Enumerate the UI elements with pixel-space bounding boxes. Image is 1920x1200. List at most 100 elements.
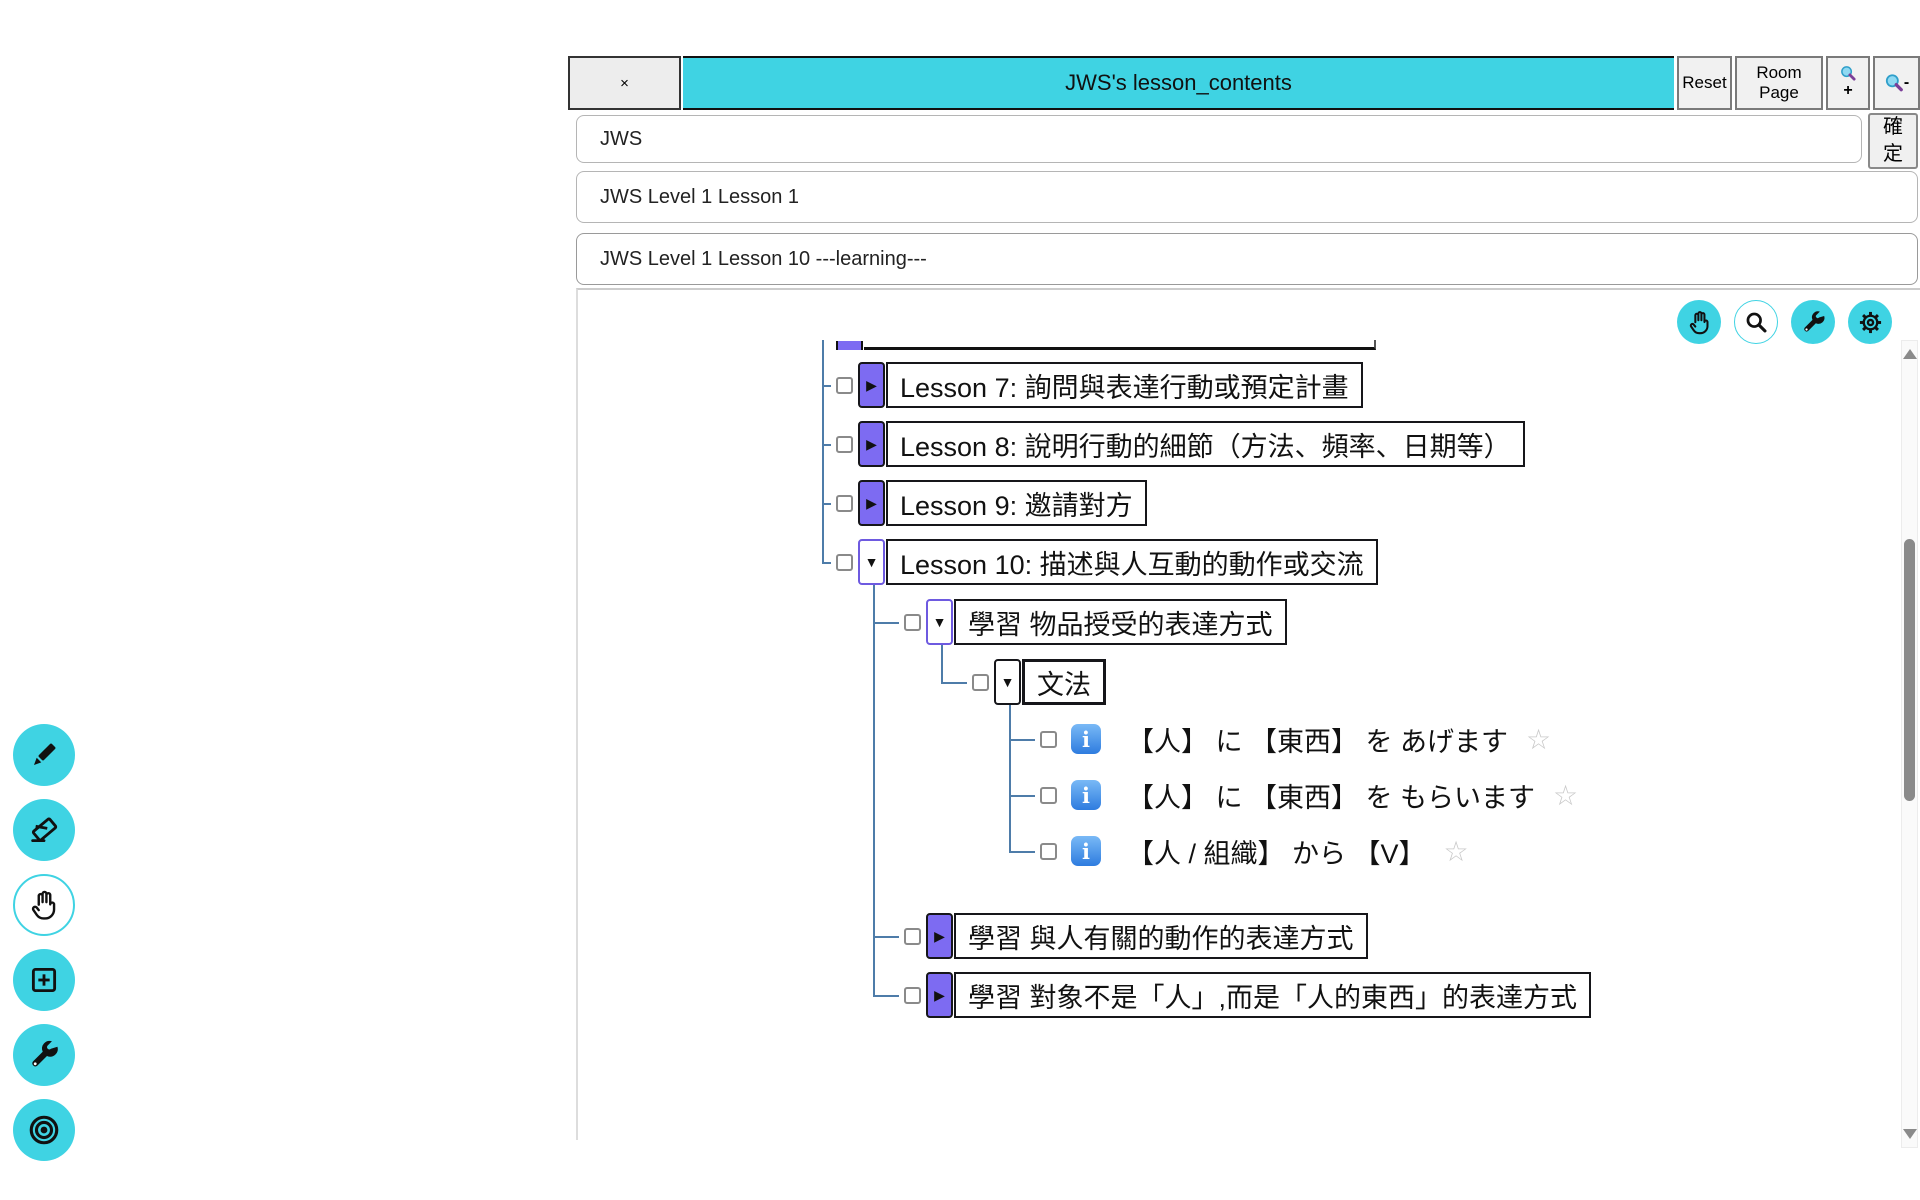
- node-checkbox[interactable]: [1040, 786, 1057, 804]
- tree-node-row: ▼文法: [972, 659, 1920, 705]
- zoom-in-button[interactable]: +: [1826, 56, 1870, 110]
- hand-icon: [1689, 310, 1708, 334]
- node-checkbox[interactable]: [836, 435, 853, 453]
- tree-node-row: ▶Lesson 8: 說明行動的細節（方法、頻率、日期等）: [836, 421, 1920, 467]
- info-icon[interactable]: i: [1071, 724, 1101, 754]
- favorite-star-icon[interactable]: ☆: [1443, 834, 1469, 868]
- node-checkbox[interactable]: [1040, 842, 1057, 860]
- tree-node: i 【人】 に 【東西】 を あげます ☆: [1009, 705, 1920, 775]
- wrench-tool-button[interactable]: [1791, 300, 1835, 344]
- tools-button[interactable]: [13, 1024, 75, 1086]
- scrollbar-thumb[interactable]: [1904, 539, 1915, 801]
- title-fill: JWS's lesson_contents: [683, 56, 1674, 110]
- breadcrumb-lesson-10[interactable]: JWS Level 1 Lesson 10 ---learning---: [576, 233, 1918, 285]
- node-checkbox[interactable]: [836, 553, 853, 571]
- tree-node: i 【人】 に 【東西】 を もらいます ☆: [1009, 761, 1920, 831]
- zoom-out-icon: [1885, 74, 1903, 92]
- scroll-down-arrow-icon[interactable]: [1903, 1129, 1917, 1139]
- expand-arrow-icon[interactable]: ▶: [926, 972, 953, 1018]
- collapse-arrow-icon[interactable]: ▼: [926, 599, 953, 645]
- expand-arrow-icon[interactable]: ▶: [858, 421, 885, 467]
- tree-children-group: ▼文法 i 【人】 に 【東西】 を あげます ☆ i 【人】 に 【東西】 を もらいま…: [904, 645, 1920, 900]
- node-label: 【人】 に 【東西】 を あげます: [1127, 726, 1509, 757]
- zoom-in-icon: [1841, 66, 1856, 81]
- tree-node: ▶Lesson 8: 說明行動的細節（方法、頻率、日期等）: [822, 421, 1920, 480]
- confirm-button[interactable]: 確定: [1868, 113, 1918, 169]
- info-icon[interactable]: i: [1071, 780, 1101, 810]
- node-checkbox[interactable]: [836, 376, 853, 394]
- hand-icon: [31, 890, 56, 920]
- wrench-icon: [1803, 310, 1824, 332]
- zoom-in-sign: +: [1843, 82, 1853, 100]
- node-label[interactable]: Lesson 7: 詢問與表達行動或預定計畫: [886, 362, 1363, 408]
- favorite-star-icon[interactable]: ☆: [1526, 722, 1552, 756]
- tree-node: i 【人 / 組織】 から 【V】 ☆: [1009, 817, 1920, 887]
- pan-hand-button[interactable]: [13, 874, 75, 936]
- collapse-arrow-icon[interactable]: ▼: [858, 539, 885, 585]
- clipped-node: [836, 340, 1920, 350]
- favorite-star-icon[interactable]: ☆: [1553, 778, 1579, 812]
- node-label[interactable]: 學習 與人有關的動作的表達方式: [954, 913, 1368, 959]
- tree-node-row: ▶學習 與人有關的動作的表達方式: [904, 913, 1920, 959]
- tree-children-group: i【人】 に 【東西】 を あげます☆i【人】 に 【東西】 を もらいます☆i…: [972, 705, 1920, 887]
- wrench-icon: [32, 1040, 58, 1067]
- node-label[interactable]: 學習 物品授受的表達方式: [954, 599, 1287, 645]
- tree-node: ▶學習 與人有關的動作的表達方式: [873, 899, 1920, 972]
- expand-arrow-icon[interactable]: ▶: [858, 480, 885, 526]
- hand-tool-button[interactable]: [1677, 300, 1721, 344]
- tree-node: ▶Lesson 9: 邀請對方: [822, 480, 1920, 539]
- node-label: 【人 / 組織】 から 【V】: [1127, 838, 1426, 869]
- node-label[interactable]: Lesson 9: 邀請對方: [886, 480, 1147, 526]
- tree-node: ▼Lesson 10: 描述與人互動的動作或交流▼學習 物品授受的表達方式▼文法…: [822, 539, 1920, 1044]
- clipped-node-label: [864, 340, 1376, 350]
- node-label: 【人】 に 【東西】 を もらいます: [1127, 782, 1536, 813]
- add-square-icon: [31, 967, 57, 993]
- tree-node-row: i 【人】 に 【東西】 を あげます ☆: [1040, 719, 1920, 759]
- add-button[interactable]: [13, 949, 75, 1011]
- expand-arrow-icon[interactable]: ▶: [858, 362, 885, 408]
- close-button[interactable]: ×: [568, 56, 681, 110]
- search-tool-button[interactable]: [1734, 300, 1778, 344]
- collapse-arrow-icon[interactable]: ▼: [994, 659, 1021, 705]
- side-toolbar: [13, 724, 75, 1174]
- node-checkbox[interactable]: [972, 673, 989, 691]
- info-icon[interactable]: i: [1071, 836, 1101, 866]
- zoom-out-sign: -: [1903, 73, 1910, 91]
- target-icon: [29, 1115, 59, 1145]
- search-icon: [1746, 312, 1767, 333]
- zoom-out-button[interactable]: -: [1873, 56, 1920, 110]
- node-checkbox[interactable]: [904, 613, 921, 631]
- pencil-button[interactable]: [13, 724, 75, 786]
- node-checkbox[interactable]: [904, 927, 921, 945]
- room-page-button[interactable]: Room Page: [1735, 56, 1823, 110]
- titlebar: × JWS's lesson_contents Reset Room Page …: [568, 56, 1920, 110]
- node-label[interactable]: Lesson 10: 描述與人互動的動作或交流: [886, 539, 1378, 585]
- node-checkbox[interactable]: [836, 494, 853, 512]
- eraser-button[interactable]: [13, 799, 75, 861]
- node-checkbox[interactable]: [1040, 730, 1057, 748]
- tree-node-row: ▶Lesson 7: 詢問與表達行動或預定計畫: [836, 362, 1920, 408]
- expand-arrow-icon[interactable]: ▶: [926, 913, 953, 959]
- node-checkbox[interactable]: [904, 986, 921, 1004]
- tree-node-row: ▼Lesson 10: 描述與人互動的動作或交流: [836, 539, 1920, 585]
- eraser-icon: [31, 817, 58, 843]
- gear-icon: [1859, 311, 1881, 333]
- tree-node-row: ▶Lesson 9: 邀請對方: [836, 480, 1920, 526]
- node-label[interactable]: 學習 對象不是「人」,而是「人的東西」的表達方式: [954, 972, 1592, 1018]
- node-label[interactable]: Lesson 8: 說明行動的細節（方法、頻率、日期等）: [886, 421, 1525, 467]
- scroll-up-arrow-icon[interactable]: [1903, 349, 1917, 359]
- breadcrumb-lesson-1[interactable]: JWS Level 1 Lesson 1: [576, 171, 1918, 223]
- tree-node-row: ▼學習 物品授受的表達方式: [904, 599, 1920, 645]
- settings-tool-button[interactable]: [1848, 300, 1892, 344]
- panel-toolbar: [1677, 300, 1892, 344]
- clipped-expander-button[interactable]: [836, 341, 863, 350]
- tree-node-row: i 【人】 に 【東西】 を もらいます ☆: [1040, 775, 1920, 815]
- reset-button[interactable]: Reset: [1677, 56, 1732, 110]
- vertical-scrollbar[interactable]: [1901, 340, 1918, 1148]
- target-button[interactable]: [13, 1099, 75, 1161]
- node-label[interactable]: 文法: [1022, 659, 1106, 705]
- breadcrumb-room[interactable]: JWS: [576, 115, 1862, 163]
